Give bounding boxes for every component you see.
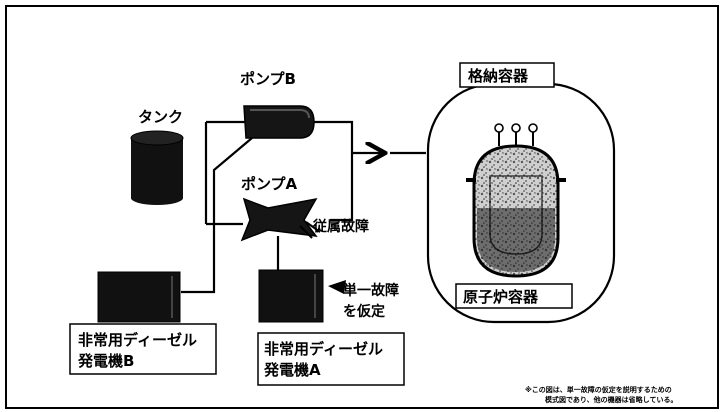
generator-a-label-line1: 非常用ディーゼル <box>264 340 383 358</box>
generator-b-label-line1: 非常用ディーゼル <box>78 331 197 349</box>
footnote-line1: ※この図は、単一故障の仮定を説明するための <box>525 385 672 394</box>
generator-a-label-box <box>257 332 405 386</box>
tank-label: タンク <box>138 108 183 126</box>
single-failure-label-line1: 単一故障 <box>343 282 399 299</box>
containment-label: 格納容器 <box>468 67 529 85</box>
pump-b-label: ポンプB <box>240 70 296 88</box>
tank <box>130 130 184 205</box>
containment-label-box <box>459 62 555 88</box>
pump-a <box>240 197 321 242</box>
dependent-failure-label: 従属故障 <box>312 218 369 235</box>
generator-b <box>97 271 181 323</box>
footnote-line2: 模式図であり、他の機器は省略している。 <box>545 395 677 404</box>
reactor-vessel-label-box <box>455 283 573 309</box>
reactor-vessel-label: 原子炉容器 <box>463 288 539 306</box>
piping <box>181 120 426 294</box>
pump-a-label: ポンプA <box>241 175 298 193</box>
reactor-vessel <box>466 123 566 278</box>
single-failure-label-line2: を仮定 <box>343 303 385 320</box>
pump-b <box>243 105 315 139</box>
generator-a <box>258 269 324 323</box>
single-failure-indicator <box>328 280 346 294</box>
diagram-frame <box>5 5 719 409</box>
generator-a-label-line2: 発電機A <box>263 361 321 379</box>
generator-b-label-box <box>69 323 217 375</box>
generator-b-label-line2: 発電機B <box>77 352 134 370</box>
